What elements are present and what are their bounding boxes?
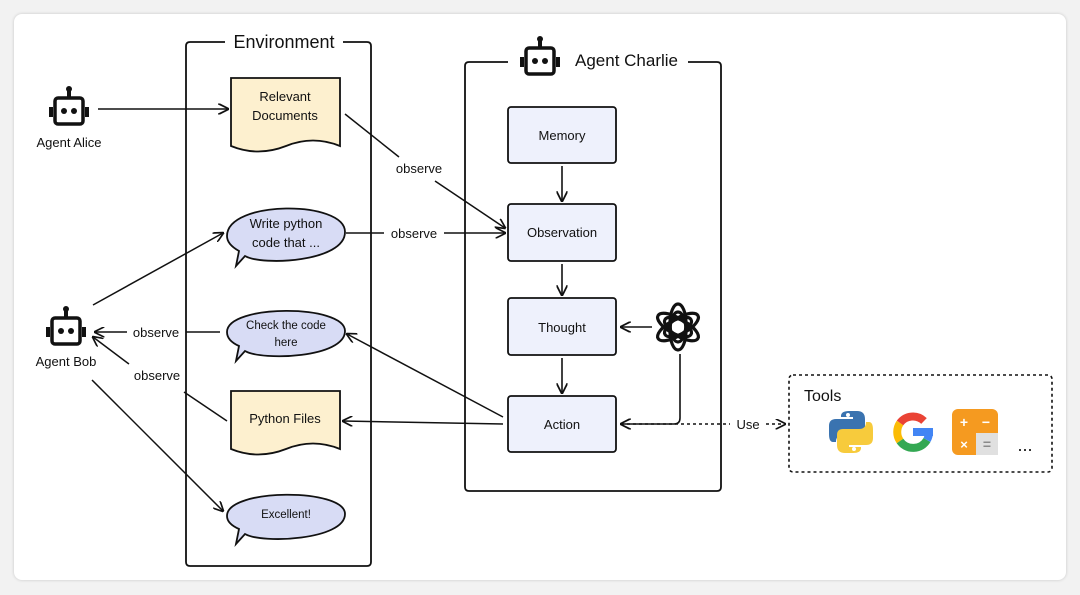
excellent-bubble: Excellent! <box>226 493 346 548</box>
python-files-node: Python Files <box>230 390 341 456</box>
environment-panel: Environment <box>185 32 372 567</box>
excellent-label: Excellent! <box>261 509 311 521</box>
action-node: Action <box>507 395 617 453</box>
google-icon <box>893 412 933 452</box>
write-python-bubble: Write python code that ... <box>226 207 346 270</box>
agent-bob-robot-icon <box>44 304 88 346</box>
bob-to-excellent-arrow <box>91 379 223 511</box>
write-python-line2: code that ... <box>252 235 320 250</box>
relevant-documents-line1: Relevant <box>259 89 311 104</box>
agent-charlie-panel: Agent Charlie <box>464 34 722 492</box>
svg-text:×: × <box>960 437 968 452</box>
observe-label-bubble: observe <box>391 226 437 241</box>
action-to-python-files-arrow <box>343 421 504 424</box>
use-label: Use <box>736 417 759 432</box>
agent-alice-label: Agent Alice <box>36 135 101 150</box>
svg-text:+: + <box>960 414 968 430</box>
documents-observe-line-b <box>434 180 505 228</box>
agent-bob-label: Agent Bob <box>36 354 97 369</box>
check-code-bubble: Check the code here <box>226 309 346 365</box>
tools-panel: Tools + − × = ... <box>788 374 1053 473</box>
observation-node: Observation <box>507 203 617 262</box>
agent-alice: Agent Alice <box>36 84 102 150</box>
check-code-line2: here <box>274 337 297 349</box>
agent-charlie-label: Agent Charlie <box>575 51 678 70</box>
tools-title: Tools <box>804 388 841 405</box>
tools-more-ellipsis: ... <box>1017 435 1032 455</box>
observation-label: Observation <box>527 225 597 240</box>
environment-title: Environment <box>233 32 334 52</box>
bob-to-write-python-arrow <box>92 233 223 306</box>
thought-label: Thought <box>538 320 586 335</box>
check-code-line1: Check the code <box>246 320 326 332</box>
svg-text:=: = <box>983 436 991 452</box>
python-files-observe-line-b <box>93 337 130 365</box>
agent-bob: Agent Bob <box>36 304 97 369</box>
relevant-documents-node: Relevant Documents <box>230 77 341 153</box>
openai-logo-icon <box>656 302 700 352</box>
action-to-check-code-arrow <box>347 334 504 418</box>
observe-label-documents: observe <box>396 161 442 176</box>
relevant-documents-line2: Documents <box>252 108 318 123</box>
svg-text:−: − <box>982 414 990 430</box>
openai-to-action-arrow <box>621 354 681 424</box>
documents-observe-line-a <box>344 113 400 158</box>
thought-node: Thought <box>507 297 617 356</box>
python-icon <box>829 411 873 453</box>
memory-node: Memory <box>507 106 617 164</box>
action-label: Action <box>544 417 580 432</box>
agent-alice-robot-icon <box>47 84 91 126</box>
observe-label-python-files: observe <box>134 368 180 383</box>
observe-label-check-code: observe <box>133 325 179 340</box>
memory-label: Memory <box>539 128 586 143</box>
write-python-line1: Write python <box>250 216 323 231</box>
python-files-observe-line-a <box>183 391 228 422</box>
calculator-icon: + − × = <box>952 409 998 455</box>
agent-charlie-robot-icon <box>518 34 562 76</box>
python-files-label: Python Files <box>249 411 321 426</box>
